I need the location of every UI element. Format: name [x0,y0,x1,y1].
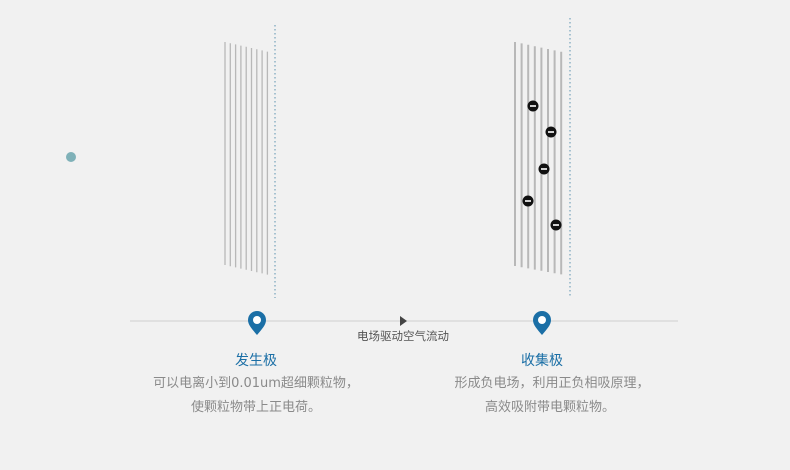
generator-title: 发生极 [235,353,277,369]
particles-group [522,100,562,231]
minus-sign-icon [530,105,536,107]
minus-sign-icon [525,200,531,202]
flow-arrow-icon [400,316,407,326]
decorative-dot [66,152,76,162]
generator-electrode-plate [224,42,269,275]
collector-description-line-1: 形成负电场，利用正负相吸原理， [454,376,650,391]
collector-pin-icon [533,311,551,335]
generator-description-line-1: 可以电离小到0.01um超细颗粒物， [153,376,359,391]
generator-description-line-2: 使颗粒物带上正电荷。 [190,400,322,415]
flow-label: 电场驱动空气流动 [357,329,449,343]
collector-title: 收集极 [521,353,563,369]
minus-sign-icon [548,131,554,133]
minus-sign-icon [541,168,547,170]
minus-sign-icon [553,224,559,226]
generator-pin-icon [248,311,266,335]
collector-electrode-plate [514,42,563,275]
collector-description-line-2: 高效吸附带电颗粒物。 [484,400,616,415]
